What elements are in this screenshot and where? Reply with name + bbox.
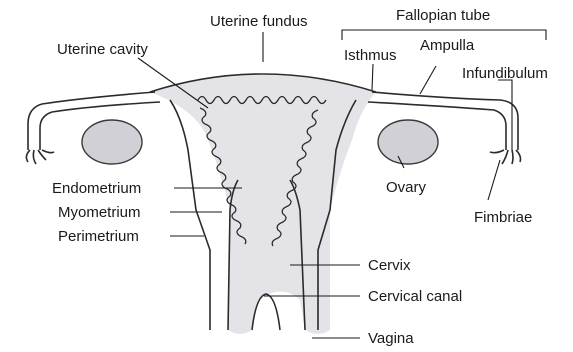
label-isthmus: Isthmus <box>344 47 397 64</box>
label-perimetrium: Perimetrium <box>58 228 139 245</box>
label-cervix: Cervix <box>368 257 411 274</box>
label-cervical-canal: Cervical canal <box>368 288 462 305</box>
left-ovary <box>82 120 142 164</box>
label-fimbriae: Fimbriae <box>474 209 532 226</box>
label-ampulla: Ampulla <box>420 37 475 54</box>
label-ovary: Ovary <box>386 179 427 196</box>
label-endometrium: Endometrium <box>52 180 141 197</box>
right-ovary <box>378 120 438 164</box>
label-uterine-fundus: Uterine fundus <box>210 13 308 30</box>
label-fallopian-tube: Fallopian tube <box>396 7 490 24</box>
label-infundibulum: Infundibulum <box>462 65 548 82</box>
label-uterine-cavity: Uterine cavity <box>57 41 148 58</box>
label-vagina: Vagina <box>368 330 414 347</box>
label-myometrium: Myometrium <box>58 204 141 221</box>
uterus-left-wall <box>170 100 210 330</box>
